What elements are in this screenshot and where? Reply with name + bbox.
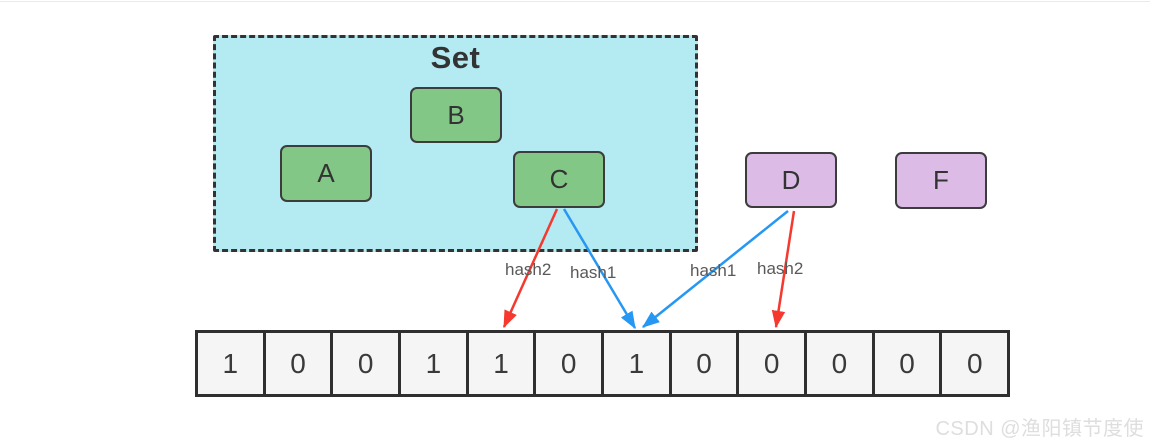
bit-cell-6: 1	[604, 333, 672, 394]
set-title: Set	[430, 40, 481, 75]
bit-cell-4: 1	[468, 333, 537, 394]
bit-cell-2: 0	[333, 333, 402, 394]
hash-label-c-hash1: hash1	[570, 263, 617, 282]
bit-cell-1: 0	[265, 333, 334, 394]
hash-label-c-hash2: hash2	[505, 260, 552, 279]
arrow-d-hash2	[771, 210, 796, 329]
bit-array: 1 0 0 1 1 0 1 0 0 0 0 0	[195, 330, 1010, 397]
bit-cell-9: 0	[807, 333, 875, 394]
bit-cell-3: 1	[401, 333, 469, 394]
arrow-c-hash2	[502, 208, 559, 329]
bit-cell-5: 0	[536, 333, 605, 394]
watermark: CSDN @渔阳镇节度使	[935, 418, 1144, 440]
node-b: B	[410, 87, 502, 143]
bit-cell-7: 0	[671, 333, 740, 394]
node-a: A	[280, 145, 372, 202]
top-divider	[0, 1, 1150, 2]
arrow-d-hash1	[642, 210, 789, 328]
bit-cell-11: 0	[942, 333, 1008, 394]
bit-cell-8: 0	[739, 333, 808, 394]
node-f: F	[895, 152, 987, 209]
hash-label-d-hash2: hash2	[757, 259, 804, 278]
node-d: D	[745, 152, 837, 208]
set-container	[213, 35, 698, 252]
node-c: C	[513, 151, 605, 208]
arrow-c-hash1	[562, 208, 637, 330]
hash-label-d-hash1: hash1	[690, 261, 737, 280]
bit-cell-10: 0	[874, 333, 943, 394]
bit-cell-0: 1	[198, 333, 266, 394]
